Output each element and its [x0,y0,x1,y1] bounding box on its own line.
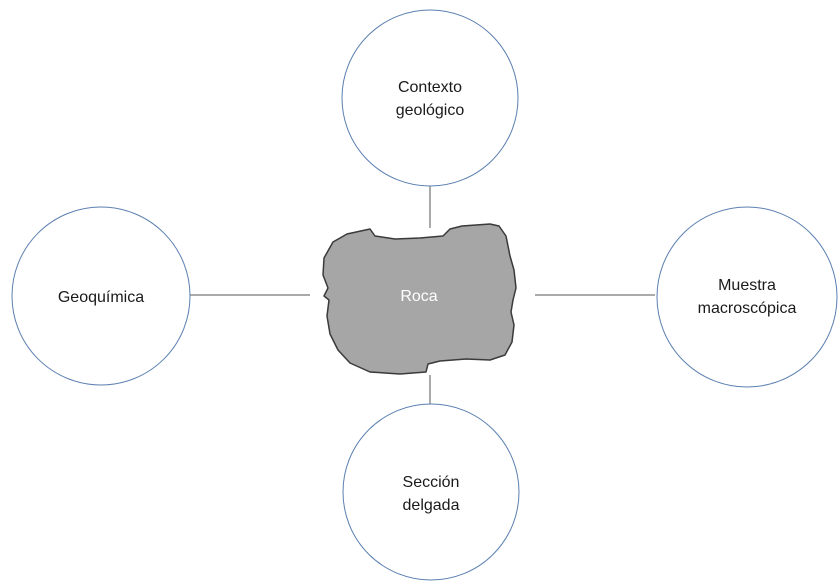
node-label-line1: Sección [403,474,460,491]
node-circle [341,9,519,187]
node-seccion-delgada: Sección delgada [342,403,520,581]
rock-shape-group: Roca [322,223,517,375]
node-label-line1: Contexto [398,79,462,96]
rock-label: Roca [400,288,437,305]
node-contexto-geologico: Contexto geológico [341,9,519,187]
node-geoquimica: Geoquímica [11,206,191,386]
node-label-line2: geológico [396,102,465,119]
node-label-line2: delgada [403,497,460,514]
node-label-line1: Geoquímica [58,289,144,306]
node-label-line1: Muestra [718,277,776,294]
connectors [190,186,655,405]
node-label-line2: macroscópica [698,300,797,317]
node-circle [656,206,838,388]
node-circle [11,206,191,386]
node-circle [342,403,520,581]
node-muestra-macroscopica: Muestra macroscópica [656,206,838,388]
rock-shape [322,223,517,375]
